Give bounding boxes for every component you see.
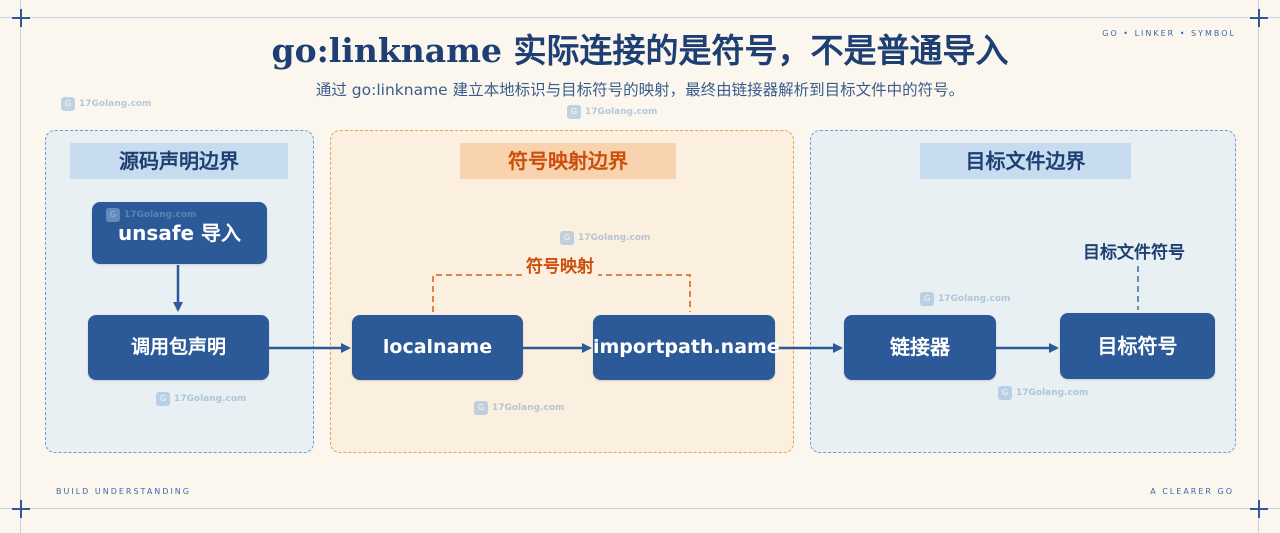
frame-top-line [0,17,1280,18]
label-symbol-mapping: 符号映射 [522,252,598,277]
node-call-declaration: 调用包声明 [88,315,269,380]
node-localname: localname [352,315,523,380]
corner-label-bottom-left: BUILD UNDERSTANDING [56,487,191,496]
symbol-mapping-bracket [432,274,691,312]
corner-label-top-right: GO • LINKER • SYMBOL [1102,29,1236,38]
gopher-logo-icon: G [61,97,75,111]
gopher-logo-icon: G [998,386,1012,400]
gopher-logo-icon: G [567,105,581,119]
corner-tick-bl-v [20,500,22,518]
zone-source-header: 源码声明边界 [70,143,288,179]
gopher-logo-icon: G [106,208,120,222]
zone-target-header: 目标文件边界 [920,143,1131,179]
zone-symbol-mapping: 符号映射边界 [330,130,794,453]
page-subtitle: 通过 go:linkname 建立本地标识与目标符号的映射，最终由链接器解析到目… [315,81,965,99]
frame-left-line [20,0,21,533]
node-target-symbol: 目标符号 [1060,313,1215,379]
corner-tick-br-v [1258,500,1260,518]
gopher-logo-icon: G [920,292,934,306]
label-target-file-symbol: 目标文件符号 [1083,243,1185,263]
frame-bottom-line [0,508,1280,509]
node-linker: 链接器 [844,315,996,380]
frame-right-line [1258,0,1259,533]
gopher-logo-icon: G [560,231,574,245]
corner-tick-tr-v [1258,9,1260,27]
zone-source-declaration: 源码声明边界 [45,130,314,453]
gopher-logo-icon: G [474,401,488,415]
corner-tick-tl-v [20,9,22,27]
zone-mapping-header: 符号映射边界 [460,143,676,179]
zone-target-file: 目标文件边界 [810,130,1236,453]
corner-label-bottom-right: A CLEARER GO [1150,487,1234,496]
node-unsafe-import: unsafe 导入 [92,202,267,264]
page-title: go:linkname 实际连接的是符号，不是普通导入 [271,31,1009,70]
gopher-logo-icon: G [156,392,170,406]
node-importpath-name: importpath.name [593,315,780,380]
